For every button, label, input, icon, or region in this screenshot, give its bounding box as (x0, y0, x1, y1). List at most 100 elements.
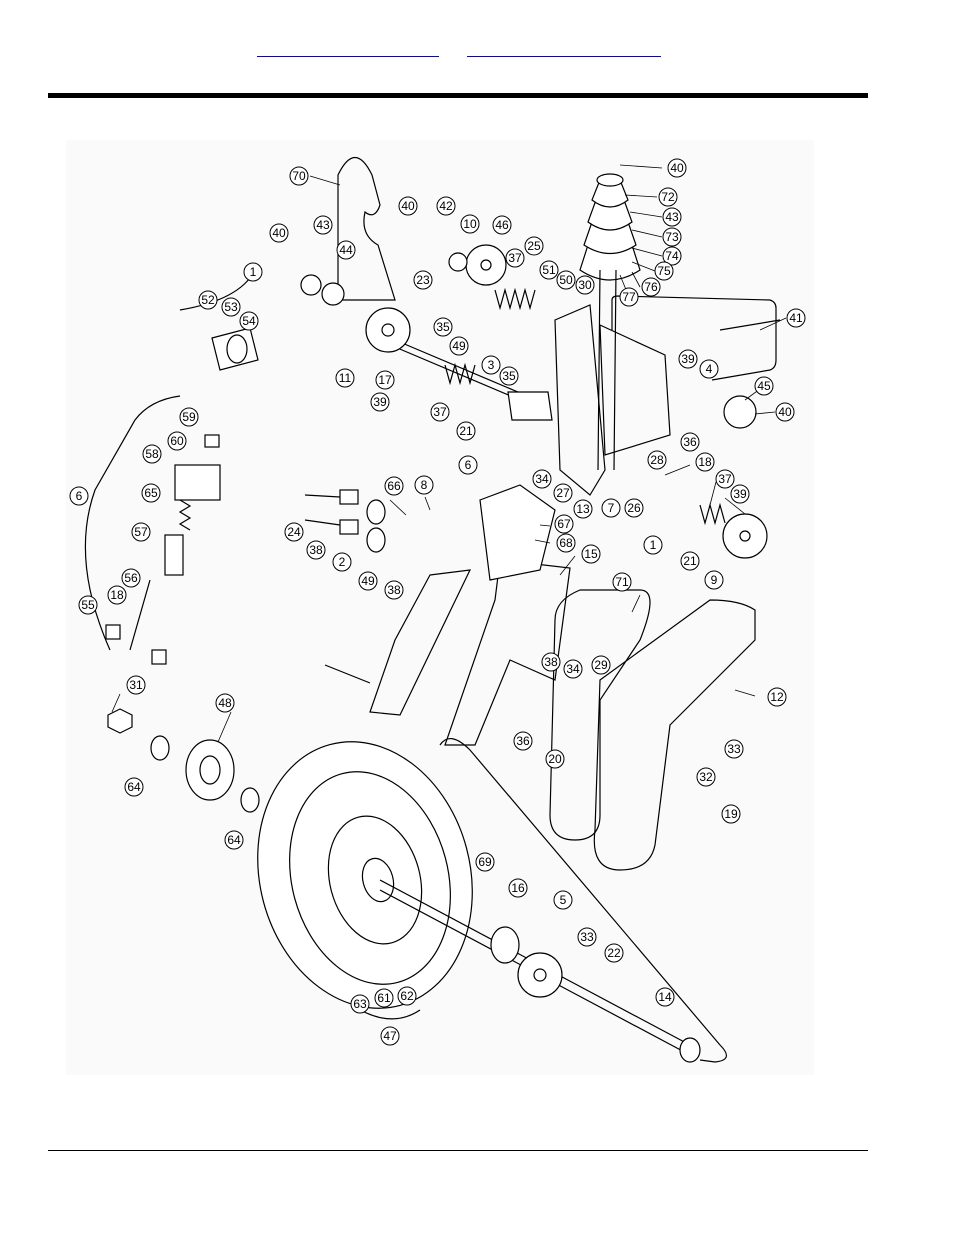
washer-49 (366, 527, 386, 553)
callout: 59 (179, 407, 199, 427)
svg-text:22: 22 (607, 946, 621, 960)
callout: 50 (556, 270, 576, 290)
svg-text:28: 28 (650, 453, 664, 467)
main-shaft (394, 339, 526, 396)
svg-text:4: 4 (706, 362, 713, 376)
svg-text:34: 34 (566, 662, 580, 676)
callout: 69 (475, 852, 495, 872)
svg-text:34: 34 (535, 472, 549, 486)
svg-text:54: 54 (242, 314, 256, 328)
rim-61 (327, 815, 423, 945)
svg-text:56: 56 (124, 571, 138, 585)
svg-text:65: 65 (144, 486, 158, 500)
svg-text:6: 6 (465, 458, 472, 472)
svg-text:40: 40 (778, 405, 792, 419)
callout: 12 (767, 687, 787, 707)
callout: 43 (313, 215, 333, 235)
svg-text:59: 59 (182, 410, 196, 424)
callout: 40 (667, 158, 687, 178)
svg-text:43: 43 (665, 210, 679, 224)
u-bracket (611, 295, 777, 381)
callout: 39 (678, 349, 698, 369)
callout: 57 (131, 522, 151, 542)
sprocket-43 (300, 274, 322, 296)
svg-text:33: 33 (580, 930, 594, 944)
svg-text:2: 2 (339, 555, 346, 569)
sprocket-46 (465, 244, 507, 286)
lower-arm (369, 569, 472, 716)
svg-text:43: 43 (316, 218, 330, 232)
callout: 62 (397, 986, 417, 1006)
callout: 46 (492, 215, 512, 235)
svg-text:6: 6 (76, 489, 83, 503)
callout: 60 (167, 431, 187, 451)
tire-62 (257, 741, 473, 1009)
callout: 49 (449, 336, 469, 356)
svg-text:72: 72 (661, 190, 675, 204)
svg-text:1: 1 (650, 538, 657, 552)
svg-text:7: 7 (608, 501, 615, 515)
drive-chain (337, 156, 396, 301)
chain-guard-12 (593, 599, 756, 871)
spring-37-lower (444, 362, 476, 386)
spring-37-upper (494, 287, 536, 311)
svg-text:46: 46 (495, 218, 509, 232)
header-link-left[interactable] (257, 40, 439, 57)
svg-text:14: 14 (658, 990, 672, 1004)
callout: 1 (243, 262, 263, 282)
callout: 70 (289, 166, 309, 186)
callout: 35 (499, 366, 519, 386)
svg-text:40: 40 (272, 226, 286, 240)
callout: 42 (436, 196, 456, 216)
svg-text:70: 70 (292, 169, 306, 183)
callout: 40 (398, 196, 418, 216)
svg-text:38: 38 (387, 583, 401, 597)
callout: 26 (624, 498, 644, 518)
svg-text:49: 49 (361, 574, 375, 588)
svg-text:40: 40 (670, 161, 684, 175)
hub-48 (185, 739, 235, 801)
svg-text:41: 41 (789, 311, 803, 325)
header-link-right[interactable] (467, 40, 661, 57)
callout: 38 (306, 540, 326, 560)
svg-text:17: 17 (378, 373, 392, 387)
svg-text:8: 8 (421, 478, 428, 492)
callout: 66 (384, 476, 404, 496)
bearing-64a (150, 735, 170, 761)
callout: 33 (724, 739, 744, 759)
svg-text:30: 30 (578, 278, 592, 292)
callout: 33 (577, 927, 597, 947)
callout: 44 (336, 240, 356, 260)
callout: 13 (573, 499, 593, 519)
callout: 54 (239, 311, 259, 331)
svg-text:52: 52 (201, 293, 215, 307)
chain-loop-71 (549, 589, 651, 841)
callout: 53 (221, 297, 241, 317)
callout: 14 (655, 987, 675, 1007)
spring-65 (178, 499, 192, 531)
callout: 40 (269, 223, 289, 243)
bearing-64b (240, 787, 260, 813)
svg-text:47: 47 (383, 1029, 397, 1043)
footer-rule (48, 1150, 868, 1151)
callout: 18 (107, 585, 127, 605)
svg-text:36: 36 (683, 435, 697, 449)
leader-lines (111, 164, 787, 743)
svg-text:42: 42 (439, 199, 453, 213)
svg-text:40: 40 (401, 199, 415, 213)
brace-1 (179, 269, 256, 311)
svg-text:50: 50 (559, 273, 573, 287)
svg-text:9: 9 (711, 573, 718, 587)
callout: 37 (715, 469, 735, 489)
svg-text:73: 73 (665, 230, 679, 244)
svg-text:1: 1 (250, 265, 257, 279)
sprocket-45 (723, 395, 757, 429)
svg-text:39: 39 (733, 487, 747, 501)
callout: 58 (142, 444, 162, 464)
long-bolt (324, 664, 371, 684)
sprocket-44 (321, 282, 345, 306)
tower-casting (479, 484, 556, 581)
svg-text:23: 23 (416, 273, 430, 287)
callout: 74 (662, 246, 682, 266)
